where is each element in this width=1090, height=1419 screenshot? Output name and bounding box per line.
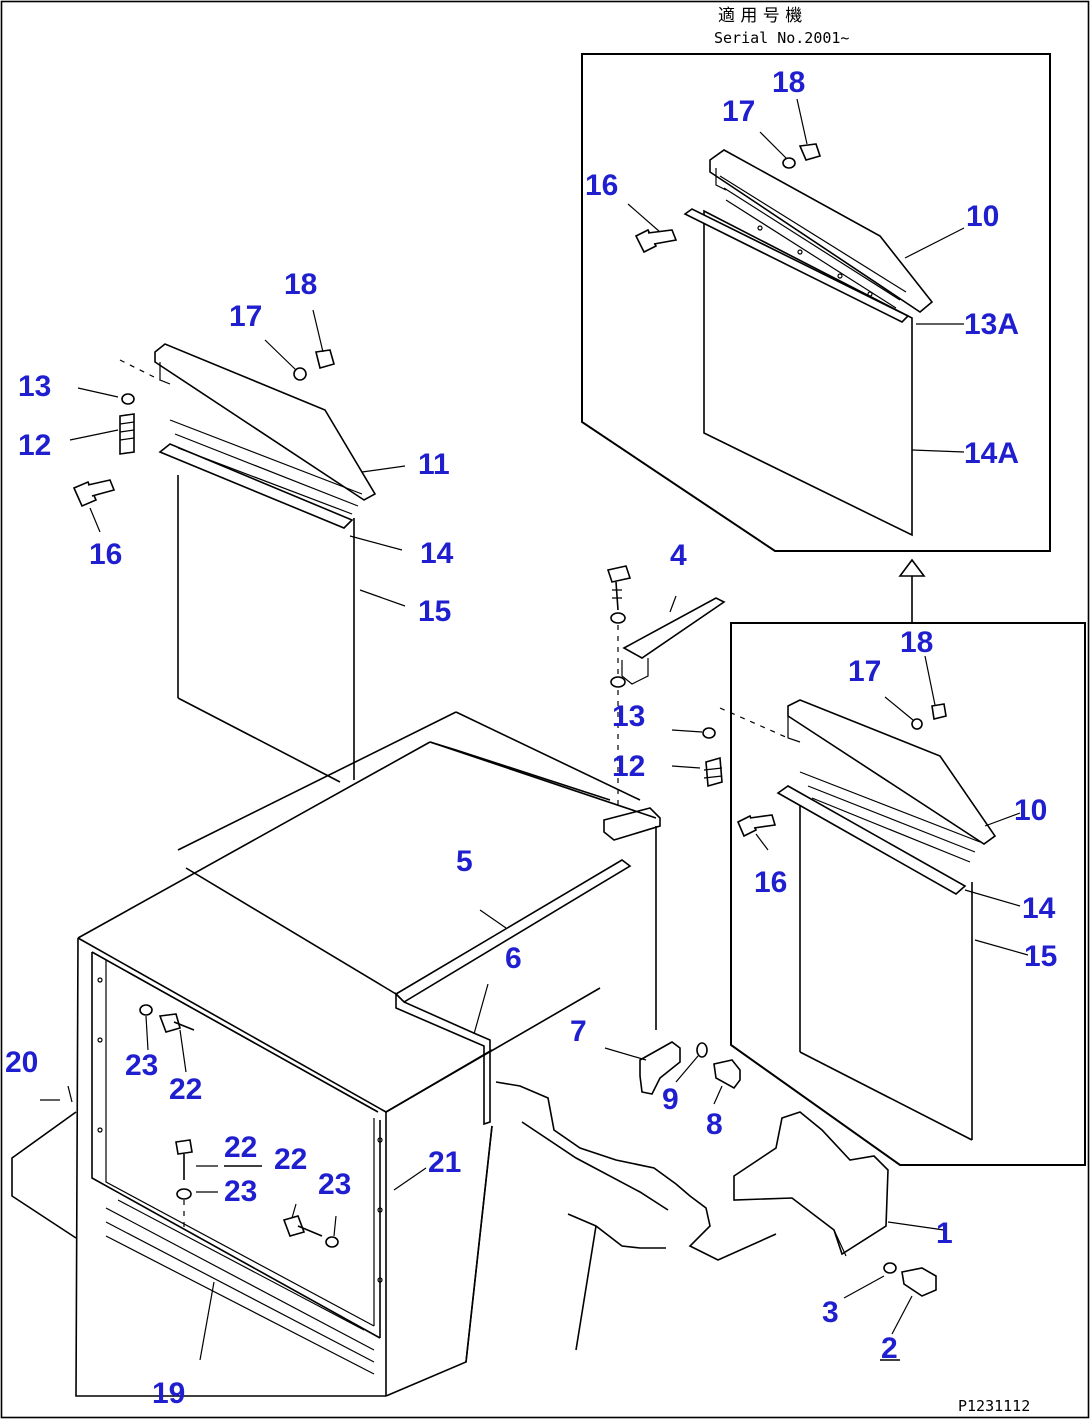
- callout-17-right: 17: [848, 655, 881, 688]
- callout-20: 20: [5, 1046, 38, 1079]
- cab-body: [11, 711, 657, 1397]
- callout-15-right: 15: [1024, 940, 1057, 973]
- callout-12-mid: 12: [612, 750, 645, 783]
- center-parts: [394, 565, 741, 1126]
- callout-11: 11: [418, 448, 450, 481]
- callout-19: 19: [152, 1377, 185, 1410]
- callout-14-right: 14: [1022, 892, 1056, 925]
- callout-2: 2: [881, 1332, 898, 1365]
- drawing-code: P1231112: [958, 1397, 1030, 1415]
- callout-13-mid: 13: [612, 700, 645, 733]
- callout-18-right: 18: [900, 626, 933, 659]
- callout-10-top: 10: [966, 200, 999, 233]
- callout-4: 4: [670, 539, 687, 572]
- callout-22-c: 22: [274, 1143, 307, 1176]
- callout-7: 7: [570, 1015, 587, 1048]
- callout-23-a: 23: [125, 1049, 158, 1082]
- callout-17-top: 17: [722, 95, 755, 128]
- callout-5: 5: [456, 845, 473, 878]
- callout-16-left: 16: [89, 538, 122, 571]
- callout-9: 9: [662, 1083, 679, 1116]
- callout-13a: 13A: [964, 308, 1019, 341]
- callout-15-left: 15: [418, 595, 451, 628]
- callout-10-right: 10: [1014, 794, 1047, 827]
- callout-8: 8: [706, 1108, 723, 1141]
- callout-14a: 14A: [964, 437, 1019, 470]
- callout-21: 21: [428, 1146, 461, 1179]
- callout-22-a: 22: [169, 1073, 202, 1106]
- callout-17-left: 17: [229, 300, 262, 333]
- callout-18-top: 18: [772, 66, 805, 99]
- callout-23-c: 23: [318, 1168, 351, 1201]
- arrow-up-icon: [898, 558, 926, 622]
- callout-13-left: 13: [18, 370, 51, 403]
- callout-22-b: 22: [224, 1131, 257, 1164]
- left-flap-assembly: [69, 309, 406, 783]
- callout-6: 6: [505, 942, 522, 975]
- detail-box-top: [581, 53, 1051, 552]
- callout-16-top: 16: [585, 169, 618, 202]
- callout-16-right: 16: [754, 866, 787, 899]
- header-japanese-title: 適 用 号 機: [718, 6, 802, 26]
- header-serial-text: Serial No.2001~: [714, 29, 849, 47]
- callout-12-left: 12: [18, 429, 51, 462]
- callout-1: 1: [936, 1217, 953, 1250]
- callout-23-b: 23: [224, 1175, 257, 1208]
- detail-box-right: [719, 622, 1086, 1166]
- callout-18-left: 18: [284, 268, 317, 301]
- callout-14-left: 14: [420, 537, 454, 570]
- chassis-parts: [465, 1081, 945, 1363]
- callout-3: 3: [822, 1296, 839, 1329]
